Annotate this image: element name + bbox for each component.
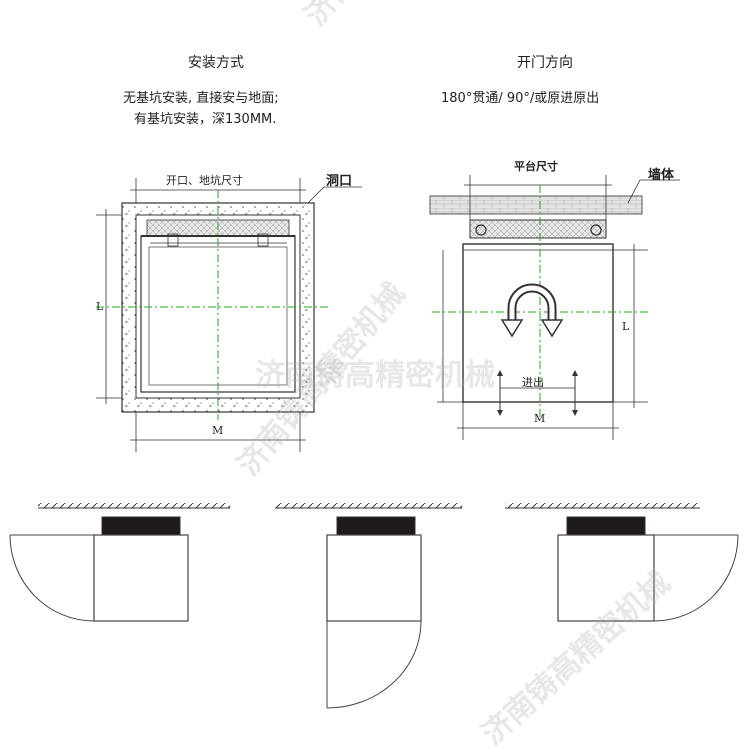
- hole-label: 洞口: [326, 174, 353, 189]
- install-title: 安装方式: [188, 55, 244, 71]
- door-swing-diagram-1: [9, 503, 230, 622]
- platform-size-label: 平台尺寸: [514, 160, 558, 173]
- left-pit-drawing: [96, 178, 362, 452]
- door-line1: 180°贯通/ 90°/或原进原出: [441, 91, 600, 106]
- pit-size-label: 开口、地坑尺寸: [166, 174, 243, 187]
- in-out-label: 进出: [522, 376, 544, 389]
- door-title: 开门方向: [517, 55, 573, 71]
- right-platform-drawing: [429, 175, 680, 440]
- door-swing-diagram-2: [275, 503, 462, 709]
- platform-top: [469, 219, 607, 239]
- cabin-frame: [462, 243, 614, 403]
- left-width-dim: M: [212, 424, 224, 437]
- install-line1: 无基坑安装, 直接安与地面;: [123, 91, 279, 106]
- right-height-dim: L: [622, 320, 630, 333]
- install-line2: 有基坑安装，深130MM.: [134, 112, 277, 127]
- door-swing-diagram-3: [505, 503, 739, 622]
- wall-label: 墙体: [648, 168, 675, 183]
- wall: [429, 195, 643, 215]
- technical-drawing: [9, 175, 739, 709]
- left-height-dim: L: [96, 300, 104, 313]
- right-width-dim: M: [534, 412, 546, 425]
